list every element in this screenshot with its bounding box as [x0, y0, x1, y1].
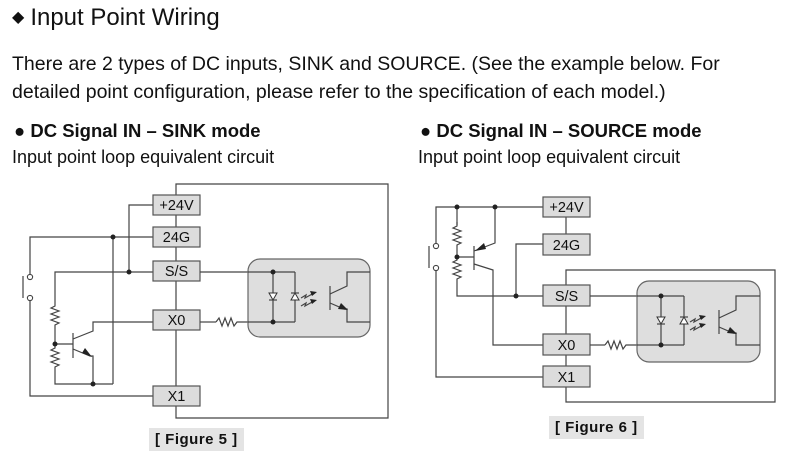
svg-text:X1: X1: [168, 389, 186, 405]
sink-subtitle: Input point loop equivalent circuit: [12, 147, 275, 167]
terminal-x0: X0: [152, 309, 201, 331]
diamond-bullet-icon: ◆: [12, 9, 25, 26]
svg-text:S/S: S/S: [165, 264, 188, 280]
terminal-ss: S/S: [542, 284, 591, 307]
terminal-24g: 24G: [152, 226, 201, 248]
optocoupler-icon: [636, 280, 761, 363]
terminal-x0: X0: [542, 333, 591, 356]
svg-text:X0: X0: [558, 338, 576, 354]
terminal-x1: X1: [152, 385, 201, 407]
sink-section-heading: ● DC Signal IN – SINK mode: [14, 120, 261, 142]
intro-paragraph: There are 2 types of DC inputs, SINK and…: [12, 53, 720, 103]
terminal-x1: X1: [542, 365, 591, 388]
source-subtitle: Input point loop equivalent circuit: [418, 147, 681, 167]
svg-text:24G: 24G: [553, 238, 580, 254]
figure-5-caption: [ Figure 5 ]: [149, 428, 244, 451]
svg-text:S/S: S/S: [555, 289, 578, 305]
svg-text:24G: 24G: [163, 230, 190, 246]
bullet-icon: ●: [14, 120, 26, 141]
title-text: Input Point Wiring: [30, 4, 220, 31]
sink-title: DC Signal IN – SINK mode: [30, 120, 261, 141]
svg-text:X1: X1: [558, 370, 576, 386]
figure-6-caption: [ Figure 6 ]: [549, 416, 644, 439]
figure-6-source-circuit: +24V 24G S/S X0 X1: [428, 196, 776, 403]
page-title: ◆ Input Point Wiring: [12, 4, 220, 32]
module-outline: [565, 269, 776, 403]
terminal-plus24v: +24V: [152, 194, 201, 216]
svg-text:X0: X0: [168, 313, 186, 329]
source-section-heading: ● DC Signal IN – SOURCE mode: [420, 120, 702, 142]
bullet-icon: ●: [420, 120, 432, 141]
terminal-24g: 24G: [542, 233, 591, 256]
terminal-plus24v: +24V: [542, 196, 591, 218]
figure-5-sink-circuit: +24V 24G S/S X0 X1: [22, 183, 389, 419]
svg-text:+24V: +24V: [159, 198, 194, 214]
svg-text:+24V: +24V: [549, 200, 584, 216]
module-outline: [175, 183, 389, 419]
source-title: DC Signal IN – SOURCE mode: [436, 120, 702, 141]
terminal-ss: S/S: [152, 260, 201, 282]
optocoupler-icon: [247, 258, 371, 338]
